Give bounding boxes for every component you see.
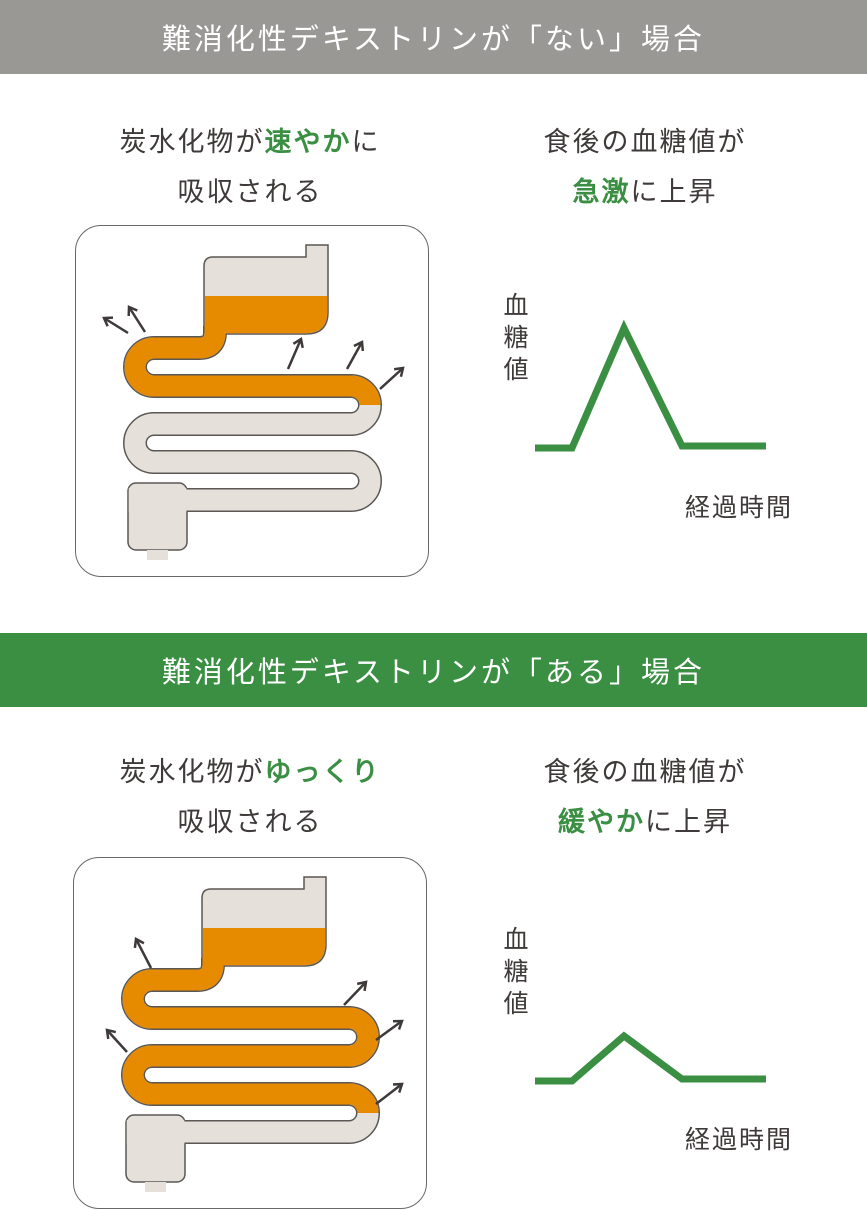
absorption-arrow-icon [102, 316, 129, 335]
caption-text: 炭水化物が [119, 127, 265, 158]
intestine-svg [105, 876, 404, 1192]
caption-text: に上昇 [630, 177, 718, 208]
glucose-caption-sharp: 食後の血糖値が 急激に上昇 [480, 118, 810, 218]
y-axis-label: 血糖値 [503, 291, 529, 384]
absorption-arrow-icon [133, 937, 153, 969]
header-without-dextrin: 難消化性デキストリンが「ない」場合 [0, 0, 867, 74]
rectum-stub [145, 1182, 166, 1192]
caption-highlight: ゆっくり [264, 757, 381, 788]
stomach-contents [204, 296, 328, 334]
absorption-arrow-icon [345, 340, 365, 370]
caption-text: に上昇 [645, 807, 732, 838]
absorption-arrow-icon [105, 1028, 128, 1053]
header-with-dextrin: 難消化性デキストリンが「ある」場合 [0, 633, 867, 707]
caption-highlight: 速やか [264, 127, 352, 158]
y-axis-label: 血糖値 [503, 925, 529, 1018]
intestine-illustration-slow [73, 857, 427, 1209]
digesting-food [122, 956, 379, 1114]
absorption-caption-slow: 炭水化物がゆっくり 吸収される [70, 748, 430, 848]
intestine-illustration-fast [75, 225, 429, 577]
caption-text: 食後の血糖値が [543, 757, 747, 788]
caption-text: 吸収される [177, 177, 323, 208]
absorption-caption-fast: 炭水化物が速やかに 吸収される [70, 118, 430, 218]
glucose-curve-gentle [535, 1031, 766, 1085]
absorption-arrow-icon [375, 1082, 404, 1105]
absorption-arrow-icon [375, 1019, 404, 1042]
caption-highlight: 緩やか [558, 807, 645, 838]
caption-text: に [351, 127, 381, 158]
caption-text: 炭水化物が [119, 757, 265, 788]
caption-text: 食後の血糖値が [543, 127, 747, 158]
glucose-curve-sharp [535, 319, 766, 452]
absorption-arrow-icon [127, 305, 147, 333]
x-axis-label: 経過時間 [685, 1125, 794, 1154]
absorption-arrow-icon [379, 366, 405, 390]
caption-text: 吸収される [177, 807, 323, 838]
absorption-arrow-icon [343, 980, 368, 1006]
stomach-contents [202, 928, 326, 966]
caption-highlight: 急激 [572, 177, 631, 208]
glucose-caption-gentle: 食後の血糖値が 緩やかに上昇 [480, 748, 810, 848]
intestine-svg [102, 244, 405, 560]
rectum-stub [147, 550, 168, 560]
digesting-food [124, 324, 381, 406]
x-axis-label: 経過時間 [685, 493, 794, 522]
absorption-arrow-icon [286, 336, 304, 370]
